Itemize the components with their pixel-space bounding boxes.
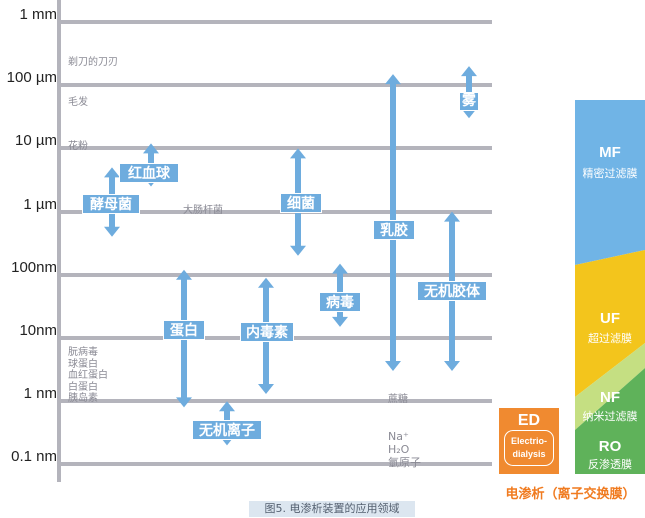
gridline bbox=[59, 399, 492, 404]
substance-line: 血红蛋白 bbox=[68, 370, 108, 381]
range-label-endotoxin: 内毒素 bbox=[240, 322, 294, 342]
arrow-head-down bbox=[176, 397, 192, 408]
mf-name: 精密过滤膜 bbox=[582, 167, 638, 180]
arrow-head-up bbox=[444, 211, 460, 222]
ed-line1: Electrio- bbox=[510, 436, 547, 446]
y-tick-label: 1 nm bbox=[23, 385, 57, 403]
arrow-head-down bbox=[444, 361, 460, 372]
substance-line: 大肠杆菌 bbox=[183, 204, 223, 216]
gridline bbox=[59, 462, 492, 467]
ed-line2: dialysis bbox=[512, 449, 546, 459]
band-mf bbox=[575, 100, 645, 265]
gridline bbox=[59, 20, 492, 24]
substance-line: Na⁺ bbox=[388, 430, 409, 443]
y-tick-label: 1 µm bbox=[23, 195, 57, 213]
substance-line: 氫原子 bbox=[388, 456, 421, 469]
band-ro bbox=[575, 368, 645, 474]
arrow-head-up bbox=[176, 269, 192, 280]
substance-line: 剃刀的刀刃 bbox=[68, 56, 118, 68]
ro-abbr: RO bbox=[598, 438, 622, 455]
arrow-head-up bbox=[385, 74, 401, 85]
substance-line: 白蛋白 bbox=[68, 381, 98, 393]
arrow-head-up bbox=[219, 401, 235, 412]
y-tick-label: 0.1 nm bbox=[11, 448, 57, 466]
arrow-head-up bbox=[461, 66, 477, 77]
y-tick-label: 10nm bbox=[19, 322, 57, 339]
gridline bbox=[59, 146, 492, 151]
ed-abbr: ED bbox=[517, 412, 541, 429]
y-tick-label: 10 µm bbox=[15, 132, 57, 150]
substance-proteins: 朊病毒球蛋白血红蛋白白蛋白胰岛素 bbox=[68, 347, 108, 405]
arrow-head-up bbox=[332, 263, 348, 274]
band-uf bbox=[575, 250, 645, 397]
range-label-yeast: 酵母菌 bbox=[82, 194, 140, 214]
gridline bbox=[59, 83, 492, 88]
substance-line: 花粉 bbox=[68, 141, 88, 153]
arrow-head-down bbox=[104, 226, 120, 237]
substance-line: 球蛋白 bbox=[68, 358, 98, 370]
range-label-latex: 乳胶 bbox=[373, 220, 415, 240]
y-tick-label: 100nm bbox=[11, 258, 57, 276]
ed-subtitle: Electrio- dialysis bbox=[504, 430, 554, 466]
y-tick-label: 100 µm bbox=[6, 69, 57, 87]
mf-abbr: MF bbox=[599, 144, 621, 161]
arrow-head-up bbox=[258, 277, 274, 288]
substance-razor: 剃刀的刀刃 bbox=[68, 57, 118, 69]
arrow-head-down bbox=[332, 316, 348, 327]
arrow-head-down bbox=[385, 361, 401, 372]
y-axis-line bbox=[57, 0, 61, 482]
range-label-inorganic_ions: 无机离子 bbox=[192, 420, 262, 440]
arrow-head-up bbox=[104, 167, 120, 178]
range-label-colloid: 无机胶体 bbox=[417, 281, 487, 301]
gridline bbox=[59, 209, 492, 214]
y-tick-label: 1 mm bbox=[19, 6, 58, 23]
arrow-head-up bbox=[290, 148, 306, 159]
substance-line: 胰岛素 bbox=[68, 393, 98, 404]
uf-abbr: UF bbox=[600, 310, 620, 327]
substance-sucrose: 蔗糖 bbox=[388, 394, 408, 406]
gridline bbox=[59, 272, 492, 277]
uf-name: 超过滤膜 bbox=[588, 332, 632, 345]
arrow-head-up bbox=[143, 143, 159, 154]
nf-abbr: NF bbox=[600, 389, 620, 406]
ed-caption: 电渗析（离子交换膜） bbox=[505, 487, 636, 502]
substance-line: 毛发 bbox=[68, 97, 88, 109]
arrow-head-down bbox=[290, 245, 306, 256]
arrow-head-down bbox=[258, 383, 274, 394]
range-label-protein: 蛋白 bbox=[163, 320, 205, 340]
substance-line: H₂O bbox=[388, 443, 410, 456]
ro-name: 反渗透膜 bbox=[588, 458, 632, 471]
substance-line: 朊病毒 bbox=[68, 347, 98, 358]
range-label-virus: 病毒 bbox=[319, 292, 361, 312]
substance-ecoli: 大肠杆菌 bbox=[183, 205, 223, 217]
figure-caption: 图5. 电渗析装置的应用领域 bbox=[249, 501, 415, 517]
range-label-bacteria: 细菌 bbox=[280, 193, 322, 213]
range-label-rbc: 红血球 bbox=[119, 163, 179, 183]
range-label-fog: 雾 bbox=[459, 92, 479, 111]
band-nf-light bbox=[575, 343, 645, 430]
substance-line: 蔗糖 bbox=[388, 394, 408, 406]
substance-hair: 毛发 bbox=[68, 97, 88, 109]
nf-name: 纳米过滤膜 bbox=[582, 410, 638, 423]
substance-pollen: 花粉 bbox=[68, 141, 88, 153]
